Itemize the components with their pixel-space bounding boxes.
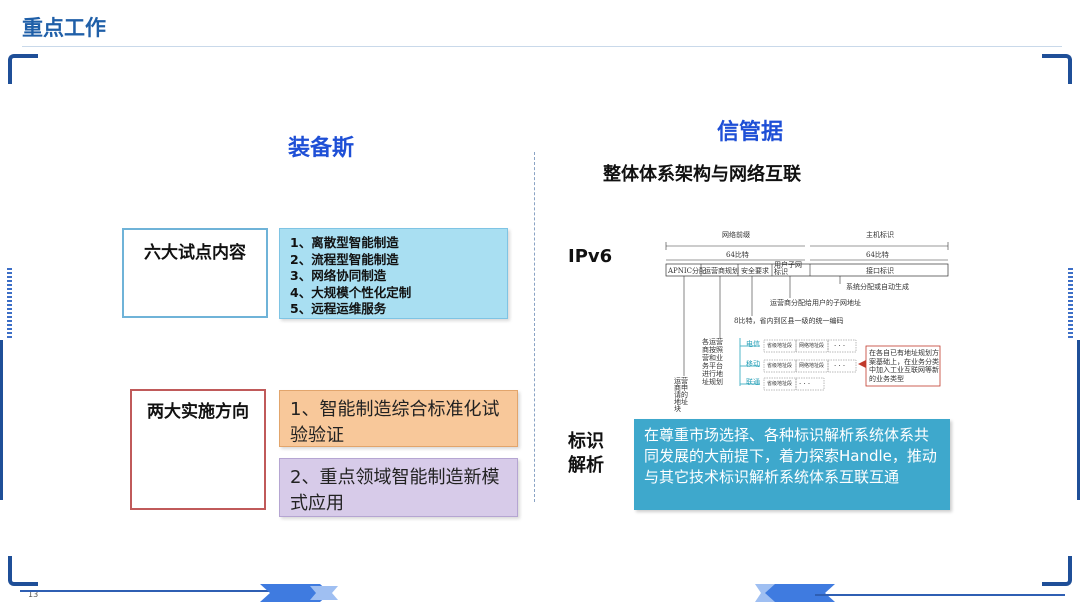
segment-security: 安全要求 — [741, 267, 769, 275]
cell-a: 省级地址段 — [767, 343, 793, 349]
right-subheading: 整体体系架构与网络互联 — [603, 164, 801, 185]
ipv6-label: IPv6 — [568, 246, 613, 267]
segment-operator: 运营商规划 — [704, 267, 739, 275]
footer-deco-right — [755, 584, 1065, 602]
segment-interface: 接口标识 — [866, 267, 894, 275]
side-stripe-right — [1068, 268, 1073, 338]
identifier-resolution-label: 标识解析 — [568, 431, 604, 476]
cell-b: 网络地址段 — [799, 363, 825, 369]
carrier-telecom: 电信 — [746, 340, 760, 348]
corner-bracket-bottom-right — [1042, 556, 1072, 586]
operator-plan-text: 各运营商按照营和业务平台进行地址规划 — [702, 338, 723, 386]
pilot-item: 5、远程运维服务 — [290, 301, 387, 316]
carrier-mobile: 移动 — [746, 360, 760, 368]
pilot-items-box: 1、离散型智能制造 2、流程型智能制造 3、网络协同制造 4、大规模个性化定制 … — [279, 228, 508, 319]
cell-a: 省级地址段 — [767, 381, 793, 387]
auto-gen-text: 系统分配或自动生成 — [846, 283, 909, 291]
implementation-direction-label: 两大实施方向 — [130, 389, 266, 510]
pilot-item: 3、网络协同制造 — [290, 268, 387, 283]
identifier-description-box: 在尊重市场选择、各种标识解析系统体系共同发展的大前提下，着力探索Handle，推… — [634, 419, 950, 510]
pilot-item: 1、离散型智能制造 — [290, 235, 399, 250]
unified-code-text: 8比特，省内到区县一级的统一编码 — [734, 317, 844, 325]
direction-item-1: 1、智能制造综合标准化试验验证 — [279, 390, 518, 447]
corner-bracket-bottom-left — [8, 556, 38, 586]
cell-ellipsis: · · · — [799, 380, 811, 388]
note-text: 在各自已有地址规划方案基础上，在业务分类中加入工业互联网等新的业务类型 — [869, 349, 939, 383]
corner-bracket-top-right — [1042, 54, 1072, 84]
pilot-item: 2、流程型智能制造 — [290, 251, 399, 267]
segment-apnic: APNIC分配 — [668, 267, 707, 275]
page-title: 重点工作 — [22, 16, 106, 40]
page-number: 13 — [28, 590, 39, 599]
network-prefix-text: 网络前缀 — [722, 231, 750, 239]
segment-subnet: 用户子网标识 — [774, 261, 802, 276]
bits-left-text: 64比特 — [726, 251, 749, 259]
diagram-lines — [665, 242, 949, 391]
cell-ellipsis: · · · — [834, 362, 846, 370]
bits-right-text: 64比特 — [866, 251, 889, 259]
ipv6-address-diagram: 网络前缀 主机标识 64比特 64比特 APNIC分配 运营商规划 安全要求 用… — [660, 226, 952, 413]
footer-deco-left — [20, 584, 338, 602]
corner-bracket-top-left — [8, 54, 38, 84]
pilot-content-label: 六大试点内容 — [122, 228, 268, 318]
title-rule — [22, 46, 1062, 47]
left-heading: 装备斯 — [288, 136, 355, 161]
side-bar-left — [0, 340, 3, 500]
cell-ellipsis: · · · — [834, 342, 846, 350]
column-divider — [534, 152, 535, 502]
carrier-unicom: 联通 — [746, 378, 760, 386]
direction-item-2: 2、重点领域智能制造新模式应用 — [279, 458, 518, 517]
host-id-text: 主机标识 — [866, 231, 894, 239]
operator-alloc-text: 运营商分配给用户的子网地址 — [770, 299, 861, 307]
side-bar-right — [1077, 340, 1080, 500]
cell-b: 网络地址段 — [799, 343, 825, 349]
pilot-item: 4、大规模个性化定制 — [290, 284, 412, 300]
right-heading: 信管据 — [717, 120, 784, 145]
side-stripe-left — [7, 268, 12, 338]
operator-apply-text: 运营商申请的地址块 — [674, 377, 688, 413]
cell-a: 省级地址段 — [767, 363, 793, 369]
